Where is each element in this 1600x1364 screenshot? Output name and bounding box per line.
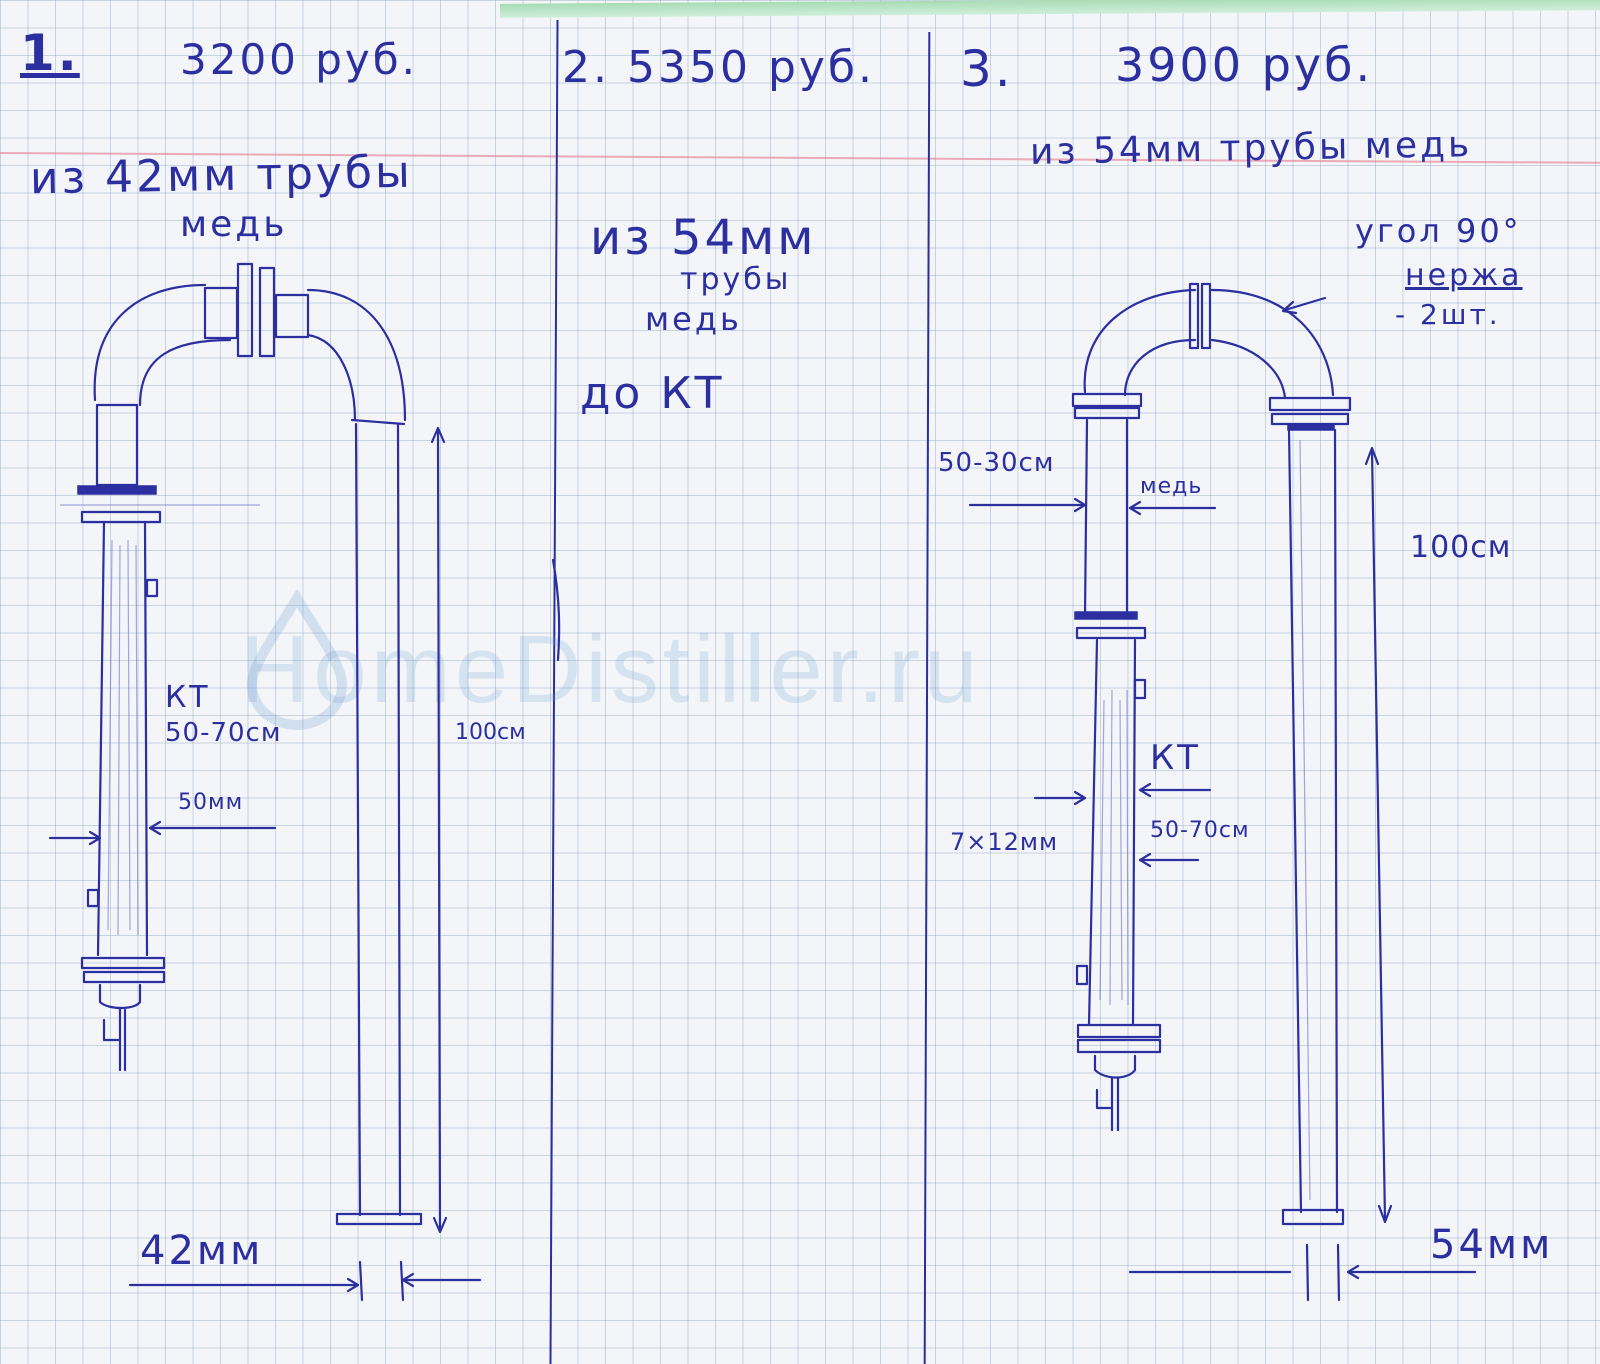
option-1-top-sleeve-left (203, 286, 239, 340)
option-3-height: 100см (1410, 530, 1512, 565)
option-3-down-tube-foot (1281, 1208, 1345, 1226)
option-1-height-arrow (436, 428, 442, 1232)
option-3-port-lower (1075, 964, 1089, 986)
option-2-material: из 54мм (590, 210, 817, 266)
option-1-top-flange-left (236, 262, 254, 358)
option-1-height: 100см (455, 720, 526, 745)
option-3-port-upper (1133, 678, 1147, 700)
option-3-packing-size: 7×12мм (950, 828, 1059, 856)
option-3-tube-diameter: 54мм (1430, 1222, 1554, 1268)
option-1-port-lower (86, 888, 100, 908)
option-3-packing-length: 50-70см (1150, 818, 1250, 843)
option-1-left-elbow-inner (138, 338, 232, 407)
option-3-height-arrow (1370, 448, 1387, 1222)
option-2-number-price: 2. 5350 руб. (562, 42, 875, 93)
option-1-down-tube-left (354, 422, 362, 1217)
option-1-right-joint (350, 418, 406, 426)
option-3-bottom-flange-1 (1076, 1023, 1162, 1039)
option-3-upper-clamp (1074, 611, 1138, 620)
option-1-number: 1. (20, 24, 80, 82)
option-1-price: 3200 руб. (180, 35, 419, 84)
option-2-number: 2. (562, 42, 610, 93)
option-3-left-elbow-flange-1 (1071, 392, 1143, 408)
option-3-left-elbow-inner (1123, 338, 1197, 397)
option-3-right-elbow-flange-2 (1270, 412, 1350, 426)
option-3-sketch (968, 282, 1477, 1302)
option-1-material-line2: медь (180, 204, 288, 245)
option-3-column-left (1087, 638, 1099, 1027)
option-1-drain (102, 1006, 127, 1072)
option-3-packing-label: КТ (1150, 738, 1201, 778)
option-1-packing-label: КТ (165, 680, 211, 715)
option-1-top-sleeve-right (274, 293, 310, 339)
option-1-upper-clamp (77, 485, 157, 495)
option-1-top-flange-right (258, 266, 276, 358)
option-1-column-diameter: 50мм (178, 790, 244, 815)
option-1-sketch (48, 262, 482, 1302)
option-3-right-elbow-flange-1 (1268, 396, 1352, 412)
option-1-right-elbow-inner (306, 333, 357, 422)
option-3-elbow-pointer (1283, 296, 1327, 312)
option-1-bottom-flange-2 (82, 970, 166, 984)
option-3-right-elbow-outer (1210, 288, 1335, 397)
option-1-port-upper (145, 578, 159, 598)
option-1-upper-tube (95, 403, 139, 487)
option-2-material-line2: трубы (680, 262, 792, 297)
option-1-right-elbow-outer (306, 288, 407, 422)
option-3-right-elbow-inner (1210, 338, 1287, 400)
option-3-column-top-flange (1075, 626, 1147, 640)
option-1-packing-length: 50-70см (165, 718, 282, 748)
option-3-top-flange-right (1200, 282, 1212, 350)
watermark-drop-icon (246, 590, 348, 730)
option-3-elbow-material: нержа (1405, 258, 1523, 293)
option-1-down-tube-foot (335, 1212, 423, 1226)
option-3-drain (1095, 1076, 1120, 1132)
option-3-top-flange-left (1188, 282, 1200, 350)
option-2-price: 5350 руб. (626, 42, 876, 93)
option-1-left-elbow-outer (93, 283, 207, 402)
option-1-bottom-cap (98, 983, 142, 1010)
option-3-bottom-cap (1093, 1054, 1137, 1079)
option-3-elbow-count: - 2шт. (1395, 298, 1501, 331)
option-1-column-right (143, 520, 149, 957)
option-1-bottom-flange-1 (80, 956, 166, 970)
watermark-text: HomeDistiller.ru (240, 616, 982, 723)
option-3-down-tube-left (1287, 428, 1303, 1214)
option-3-left-elbow-outer (1083, 288, 1197, 394)
option-3-upper-material: медь (1140, 474, 1203, 499)
option-1-column-top-flange (80, 510, 162, 524)
option-3-elbow: угол 90° (1355, 212, 1522, 250)
option-1-column-left (96, 520, 106, 957)
option-3-price: 3900 руб. (1115, 38, 1374, 92)
option-3-left-elbow-flange-2 (1073, 406, 1141, 420)
option-3-bottom-flange-2 (1076, 1038, 1162, 1054)
option-2-note: до КТ (580, 368, 725, 419)
option-3-upper-tube-left (1083, 418, 1089, 617)
option-1-down-tube-right (396, 422, 402, 1217)
option-3-number: 3. (960, 40, 1014, 98)
option-3-down-tube-right (1333, 428, 1339, 1214)
option-3-upper-length: 50-30см (938, 448, 1055, 478)
option-1-tube-diameter: 42мм (140, 1228, 264, 1274)
option-3-column-right (1131, 638, 1137, 1027)
option-2-material-line3: медь (645, 300, 742, 338)
